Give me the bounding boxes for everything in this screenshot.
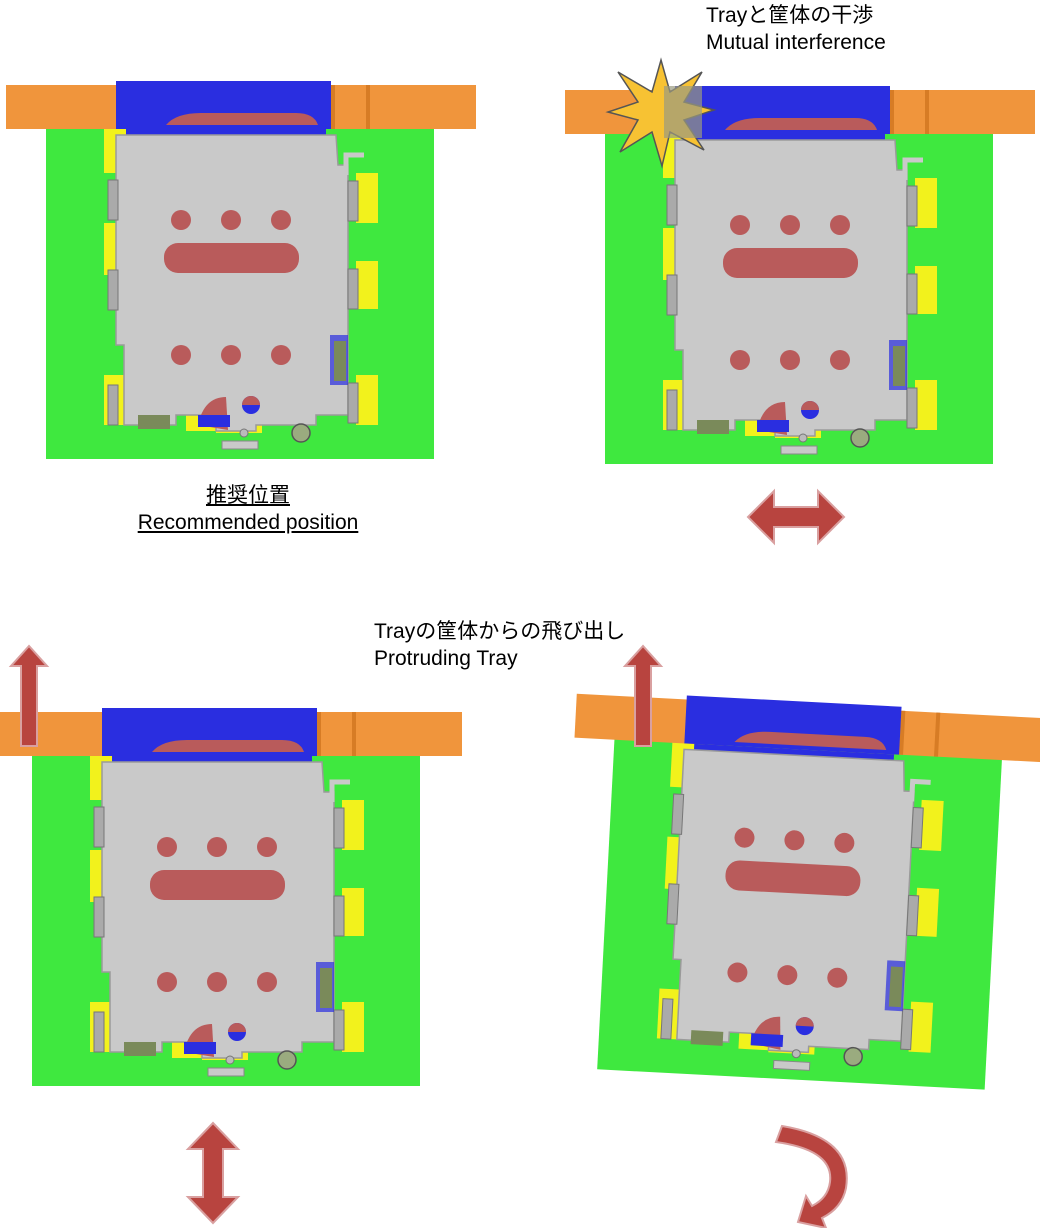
interference-caption-en: Mutual interference (706, 31, 886, 54)
interference-caption: Trayと筐体の干渉 Mutual interference (706, 2, 886, 56)
protruding-caption-en: Protruding Tray (374, 647, 518, 670)
protruding-caption: Trayの筐体からの飛び出し Protruding Tray (374, 618, 625, 672)
left-right-arrow-icon (746, 488, 846, 546)
interference-caption-ja: Trayと筐体の干渉 (706, 4, 874, 27)
recommended-caption-en: Recommended position (137, 511, 359, 534)
up-down-arrow-icon (185, 1121, 241, 1225)
protruding-caption-ja: Trayの筐体からの飛び出し (374, 620, 626, 643)
up-arrow-icon (10, 645, 48, 747)
collision-burst-icon (605, 57, 717, 169)
up-arrow-icon (624, 645, 662, 747)
connector-recommended (46, 85, 446, 465)
connector-protrude-vertical (32, 712, 432, 1092)
rotate-arrow-icon (774, 1124, 848, 1228)
recommended-caption: 推奨位置 Recommended position (110, 482, 386, 536)
recommended-caption-ja: 推奨位置 (206, 484, 290, 507)
